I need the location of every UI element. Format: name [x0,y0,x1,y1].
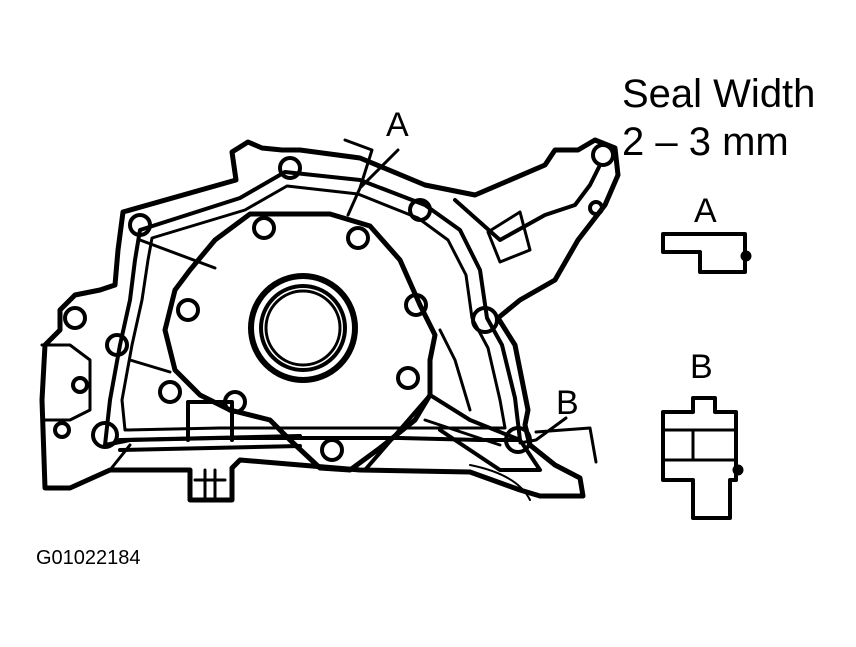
leader-b-main [518,416,598,464]
callout-a-main: A [386,106,409,144]
seal-bead-inner [120,184,507,432]
flange-rib [486,210,532,264]
detail-b-section [661,396,738,520]
upper-right-flange [453,163,602,242]
relief-valve-body [118,400,302,452]
pump-body-plate [162,211,438,473]
seal-bore-inner [264,289,342,367]
lower-right-bracket [363,393,542,472]
detail-b-inner-lines [661,428,738,462]
seal-width-title: Seal Width [622,72,816,116]
callout-b-main: B [556,384,579,422]
callout-b-detail: B [690,348,713,386]
left-rib [108,238,217,472]
detail-b-bead [732,464,744,476]
left-housing-detail [40,343,92,422]
leader-a-main [343,138,400,217]
bracket-rib [423,328,502,447]
seal-bore-mid [259,284,347,372]
seal-width-value: 2 – 3 mm [622,120,789,164]
seal-bead-path [103,170,522,447]
figure-code: G01022184 [36,547,141,569]
dimension-curve [469,464,531,501]
relief-valve-plug [193,468,227,502]
bolt-holes [53,143,615,462]
detail-a-bead [740,250,752,262]
pump-housing-outline [39,137,621,503]
detail-a-section [661,232,747,274]
seal-bore-outer [248,273,358,383]
callout-a-detail: A [694,192,717,230]
